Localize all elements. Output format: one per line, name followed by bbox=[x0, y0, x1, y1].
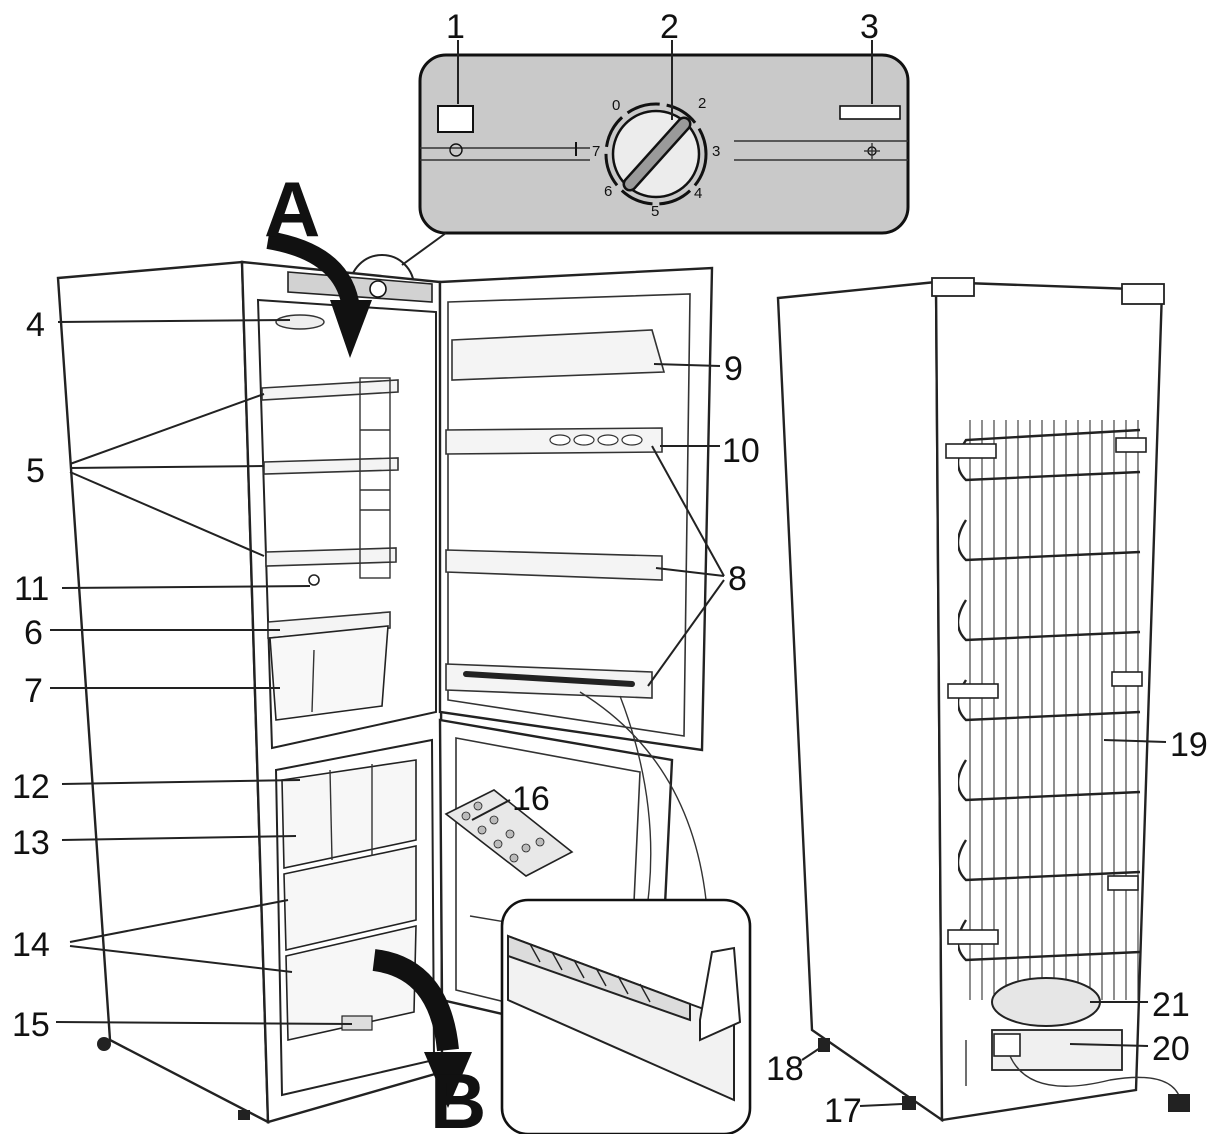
callout-12: 12 bbox=[12, 768, 50, 806]
dial-number-0: 0 bbox=[612, 97, 620, 114]
callout-15: 15 bbox=[12, 1006, 50, 1044]
callout-4: 4 bbox=[26, 306, 45, 344]
callout-8: 8 bbox=[728, 560, 747, 598]
condenser-coil bbox=[958, 420, 1141, 1000]
dial-number-6: 6 bbox=[604, 183, 612, 200]
power-icon bbox=[449, 143, 463, 157]
arrow-b-label: B bbox=[430, 1057, 486, 1134]
dial-number-3: 3 bbox=[712, 143, 720, 160]
arrow-a: A bbox=[264, 165, 372, 358]
callout-16: 16 bbox=[512, 780, 550, 818]
callout-2: 2 bbox=[660, 8, 679, 46]
callout-18: 18 bbox=[766, 1050, 804, 1088]
control-panel-inset: 0 2 3 4 5 6 7 bbox=[418, 53, 910, 235]
dial-scale-labels: 0 2 3 4 5 6 7 bbox=[592, 95, 720, 220]
callout-3: 3 bbox=[860, 8, 879, 46]
callout-14: 14 bbox=[12, 926, 50, 964]
power-switch bbox=[437, 105, 474, 133]
leader-lines bbox=[50, 40, 1167, 1107]
arrow-a-label: A bbox=[264, 165, 320, 253]
dial-number-2: 2 bbox=[698, 95, 706, 112]
thermostat-dial bbox=[604, 102, 708, 206]
callout-labels: 1 2 3 4 5 11 6 7 9 10 8 12 13 16 14 15 1… bbox=[12, 8, 1208, 1130]
dial-number-4: 4 bbox=[694, 185, 702, 202]
callout-17: 17 bbox=[824, 1092, 862, 1130]
fridge-rear-view bbox=[776, 277, 1190, 1123]
dial-number-5: 5 bbox=[651, 203, 659, 220]
callout-5: 5 bbox=[26, 452, 45, 490]
callout-13: 13 bbox=[12, 824, 50, 862]
arrow-b: B bbox=[372, 949, 486, 1134]
callout-20: 20 bbox=[1152, 1030, 1190, 1068]
ice-cube-tray bbox=[444, 789, 574, 877]
shelf-detail-inset bbox=[500, 691, 752, 1134]
callout-7: 7 bbox=[24, 672, 43, 710]
indicator-light bbox=[839, 105, 901, 120]
sun-icon bbox=[864, 143, 880, 159]
callout-21: 21 bbox=[1152, 986, 1190, 1024]
callout-10: 10 bbox=[722, 432, 760, 470]
callout-1: 1 bbox=[446, 8, 465, 46]
dial-number-7: 7 bbox=[592, 143, 600, 160]
callout-9: 9 bbox=[724, 350, 743, 388]
callout-6: 6 bbox=[24, 614, 43, 652]
callout-11: 11 bbox=[14, 570, 49, 608]
callout-19: 19 bbox=[1170, 726, 1208, 764]
